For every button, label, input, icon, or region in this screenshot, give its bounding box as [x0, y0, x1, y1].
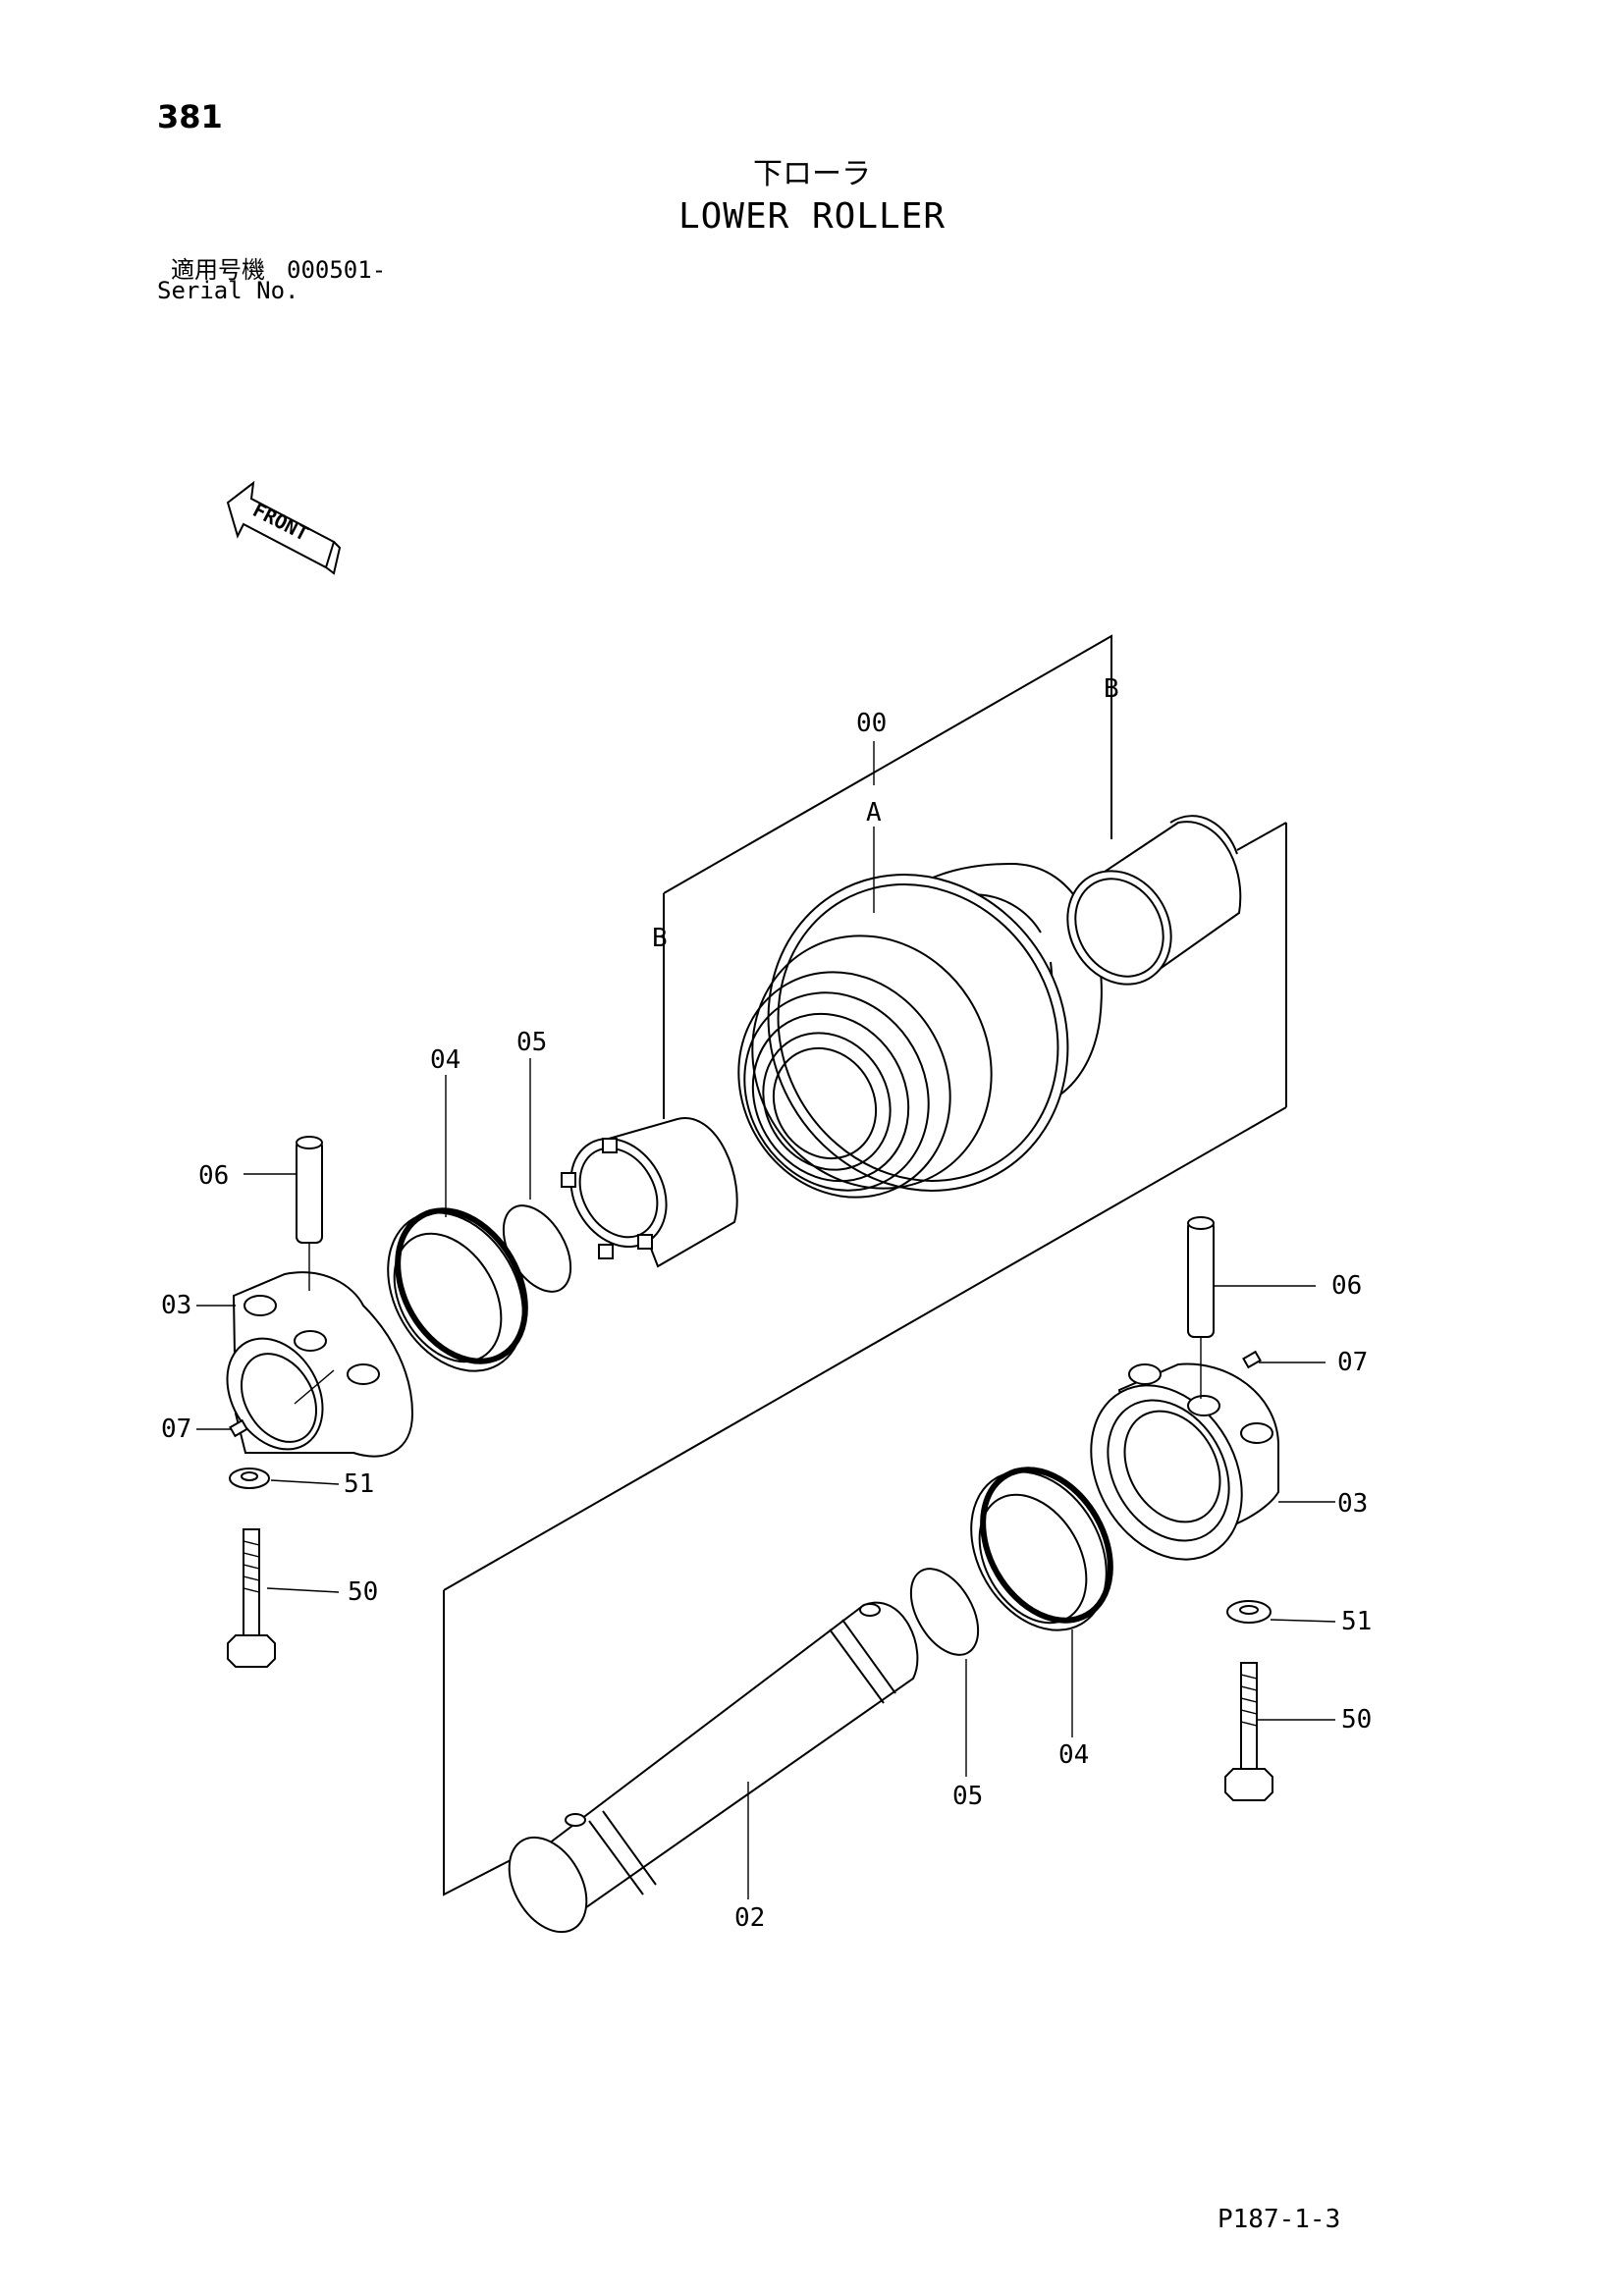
callout-51-right: 51: [1341, 1607, 1372, 1636]
bolt-left: [227, 1528, 276, 1668]
callout-a: A: [866, 798, 882, 828]
pin-left: [296, 1136, 323, 1291]
washer-right: [1226, 1600, 1272, 1624]
page-number: 381: [157, 98, 223, 135]
title-japanese: 下ローラ: [753, 157, 871, 191]
plug-right: [1242, 1350, 1262, 1369]
callout-00: 00: [856, 709, 887, 738]
serial-value: 000501-: [287, 256, 387, 284]
plug-left: [229, 1418, 248, 1438]
callout-06-left: 06: [198, 1161, 229, 1191]
page-title: LOWER ROLLER: [677, 196, 947, 237]
callout-labels: 00 A B B 04 05 06 03 07 51 50 06 07 03 5…: [161, 674, 1372, 1933]
callout-05-left: 05: [516, 1028, 547, 1057]
shaft: [508, 1601, 919, 1934]
callout-02: 02: [734, 1903, 765, 1933]
callout-b-top: B: [1104, 674, 1119, 704]
serial-row: 適用号機 000501-: [171, 250, 407, 285]
callout-03-left: 03: [161, 1291, 191, 1320]
callout-50-right: 50: [1341, 1705, 1372, 1735]
o-ring-right: [909, 1568, 980, 1656]
collar-right: [1090, 1362, 1279, 1561]
callout-b-left: B: [652, 924, 668, 953]
washer-left: [229, 1468, 270, 1489]
floating-seal-left: [387, 1207, 528, 1372]
bushing-right: [1066, 815, 1242, 986]
bushing-left: [561, 1117, 738, 1268]
callout-05-right: 05: [952, 1782, 983, 1811]
floating-seal-right: [970, 1467, 1113, 1631]
roller-body: [737, 862, 1103, 1199]
callout-03-right: 03: [1337, 1489, 1368, 1519]
leader-lines: [196, 705, 1336, 1899]
callout-50-left: 50: [348, 1577, 378, 1607]
callout-04-left: 04: [430, 1045, 460, 1075]
callout-04-right: 04: [1058, 1740, 1089, 1770]
callout-51-left: 51: [344, 1469, 374, 1499]
serial-label-en: Serial No.: [157, 277, 299, 304]
page-code: P187-1-3: [1218, 2205, 1341, 2234]
collar-left: [226, 1271, 414, 1458]
serial-label-jp: 適用号機: [171, 256, 265, 284]
pin-right: [1187, 1216, 1215, 1399]
callout-07-right: 07: [1337, 1348, 1368, 1377]
bolt-right: [1224, 1662, 1273, 1801]
front-arrow-icon: FRONT: [226, 480, 342, 575]
callout-06-right: 06: [1331, 1271, 1362, 1301]
callout-07-left: 07: [161, 1415, 191, 1444]
